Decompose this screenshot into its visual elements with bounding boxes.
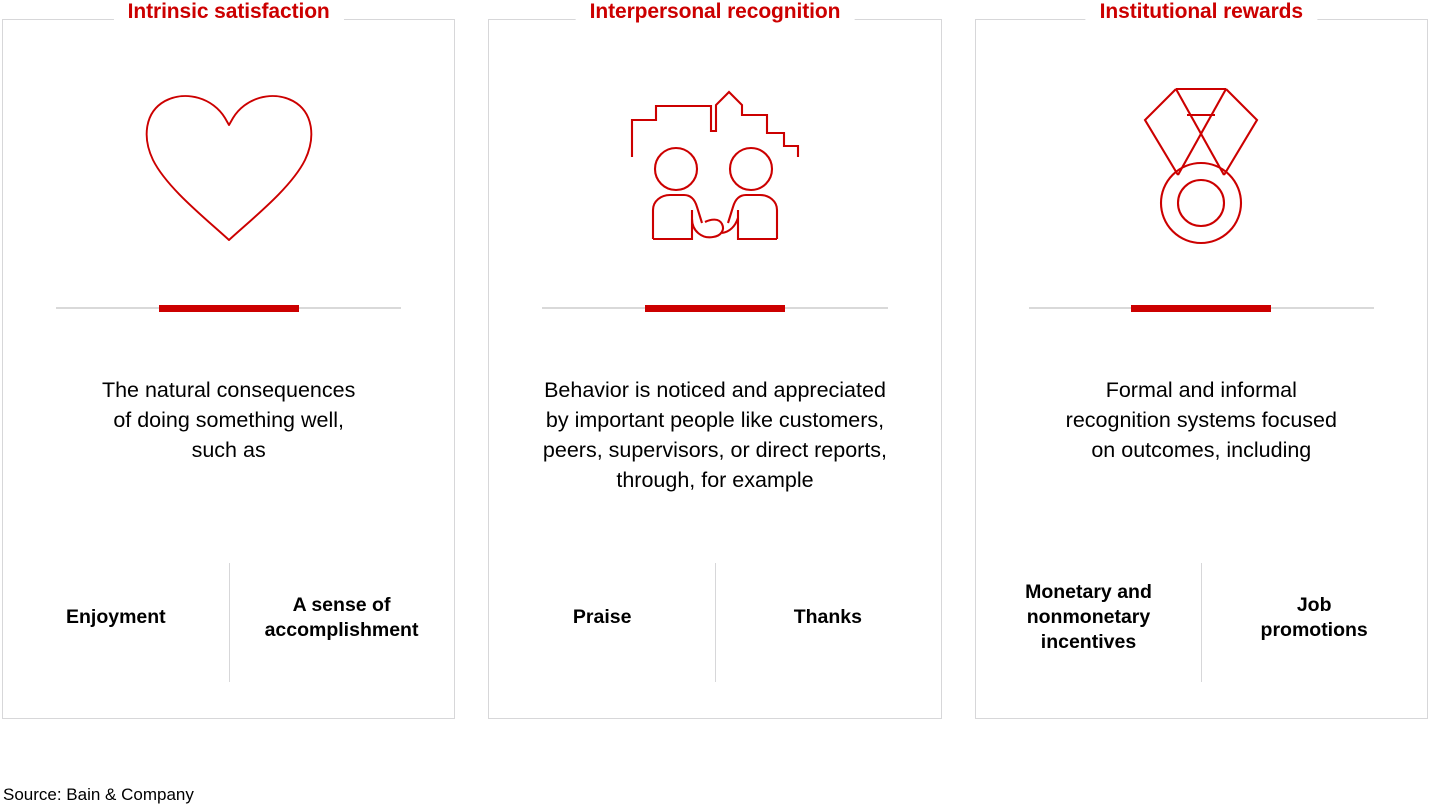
- handshake-people-icon: [629, 82, 801, 252]
- medal-icon: [1143, 82, 1259, 252]
- heart-icon: [141, 82, 317, 252]
- card-intrinsic-satisfaction: Intrinsic satisfaction The natural conse…: [2, 0, 456, 719]
- card-title: Interpersonal recognition: [575, 0, 855, 24]
- rule-red-accent: [1131, 304, 1272, 312]
- card-item: Enjoyment: [65, 606, 166, 628]
- rule-red-accent: [158, 304, 299, 312]
- card-items: Monetary and nonmonetary incentives Job …: [976, 545, 1427, 690]
- rule-red-accent: [644, 304, 785, 312]
- card-items: Praise Thanks: [489, 545, 940, 690]
- card-item: Praise: [572, 606, 632, 628]
- card-institutional-rewards: Institutional rewards: [974, 0, 1428, 719]
- card-items: Enjoyment A sense of accomplishment: [3, 545, 454, 690]
- card-interpersonal-recognition: Interpersonal recognition: [488, 0, 942, 719]
- card-title: Intrinsic satisfaction: [113, 0, 344, 24]
- card-group: Intrinsic satisfaction The natural conse…: [2, 0, 1428, 719]
- card-item: Thanks: [793, 606, 862, 628]
- card-description: Formal and informal recognition systems …: [1065, 378, 1337, 462]
- item-divider: [228, 563, 230, 682]
- item-divider: [1201, 563, 1203, 682]
- item-divider: [714, 563, 716, 682]
- source-note: Source: Bain & Company: [3, 785, 194, 804]
- card-description: The natural consequences of doing someth…: [101, 378, 356, 462]
- section-rule: [1028, 304, 1374, 312]
- card-item: Monetary and nonmonetary incentives: [1025, 581, 1152, 653]
- card-item: A sense of accomplishment: [264, 593, 419, 641]
- section-rule: [542, 304, 888, 312]
- card-description: Behavior is noticed and appreciated by i…: [542, 378, 888, 492]
- card-item: Job promotions: [1260, 593, 1368, 641]
- section-rule: [56, 304, 402, 312]
- card-title: Institutional rewards: [1085, 0, 1317, 24]
